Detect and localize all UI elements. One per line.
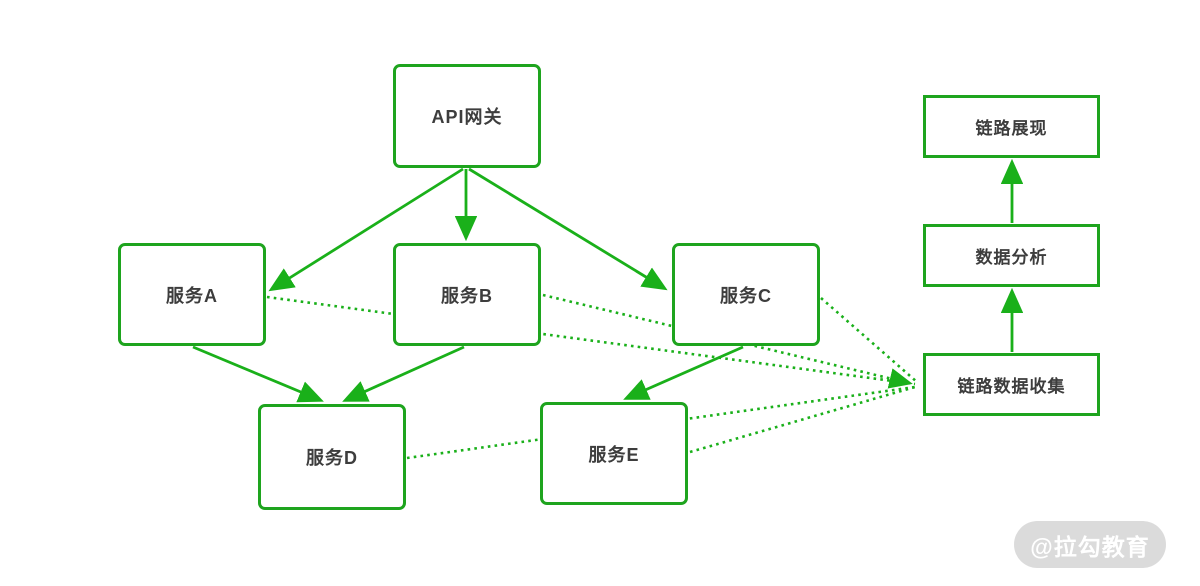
node-service-a-label: 服务A xyxy=(166,285,218,306)
node-service-d-label: 服务D xyxy=(306,448,358,468)
node-trace-display: 链路展现 xyxy=(923,95,1100,158)
node-api-gateway-label: API网关 xyxy=(431,107,503,127)
edge-service-c-service-e xyxy=(623,345,744,400)
edge-dotted-service-a-collection xyxy=(266,295,916,386)
watermark-badge: @拉勾教育 xyxy=(1014,521,1166,568)
edge-gateway-service-a xyxy=(268,167,464,292)
node-service-e-label: 服务E xyxy=(588,444,640,465)
node-service-b: 服务B xyxy=(393,243,541,346)
node-service-c: 服务C xyxy=(672,243,820,346)
edge-dotted-service-e-collection xyxy=(689,385,916,454)
node-service-c-label: 服务C xyxy=(720,285,772,306)
edge-dotted-service-b-collection xyxy=(542,293,913,389)
node-data-analysis-label: 数据分析 xyxy=(975,248,1048,267)
node-trace-display-label: 链路展现 xyxy=(975,119,1048,138)
node-service-b-label: 服务B xyxy=(441,285,493,306)
edge-dotted-service-c-collection xyxy=(820,297,918,383)
edge-service-a-service-d xyxy=(192,345,324,403)
node-service-e: 服务E xyxy=(540,402,688,505)
edge-service-b-service-d xyxy=(342,345,465,402)
node-api-gateway: API网关 xyxy=(393,64,541,168)
watermark-text: @拉勾教育 xyxy=(1030,533,1150,560)
edge-gateway-service-c xyxy=(468,167,668,291)
node-data-analysis: 数据分析 xyxy=(923,224,1100,287)
node-trace-collection: 链路数据收集 xyxy=(923,353,1100,416)
node-service-a: 服务A xyxy=(118,243,266,346)
node-service-d: 服务D xyxy=(258,404,406,510)
node-trace-collection-label: 链路数据收集 xyxy=(957,377,1066,396)
